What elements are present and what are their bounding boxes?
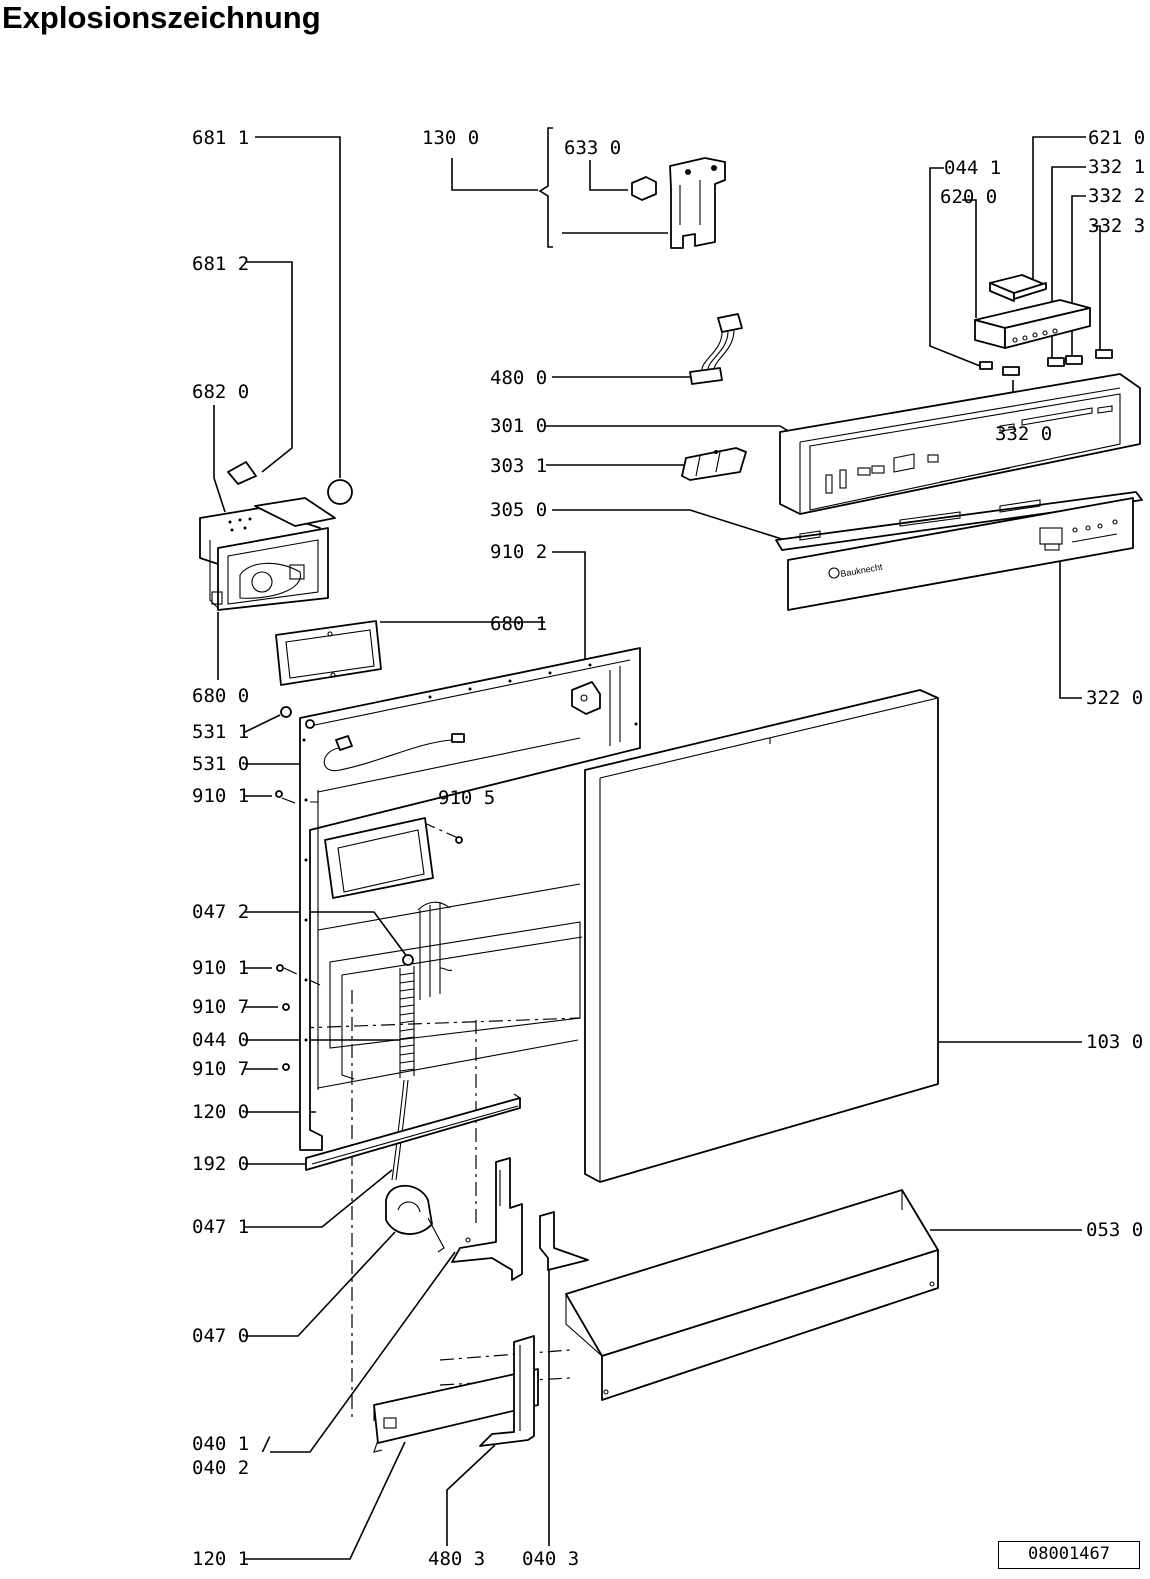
label-531-0: 531 0	[192, 753, 249, 775]
lower-strip-part	[373, 1368, 539, 1453]
handle-piece-part	[681, 447, 747, 481]
dispenser-small-parts	[227, 461, 353, 505]
control-panel-part	[779, 373, 1141, 515]
label-040-3: 040 3	[522, 1548, 579, 1570]
label-480-0: 480 0	[490, 367, 547, 389]
label-103-0: 103 0	[1086, 1031, 1143, 1053]
label-682-0: 682 0	[192, 381, 249, 403]
label-040-1: 040 1 /	[192, 1433, 272, 1455]
label-130-0: 130 0	[422, 127, 479, 149]
hinge-bracket-part	[631, 157, 726, 249]
document-number-box: 08001467	[998, 1541, 1140, 1569]
door-rail-part	[305, 1093, 521, 1171]
label-910-1-lower: 910 1	[192, 957, 249, 979]
leader-lines	[213, 127, 1101, 1560]
detergent-dispenser-part	[199, 497, 336, 611]
label-621-0: 621 0	[1088, 127, 1145, 149]
label-620-0: 620 0	[940, 186, 997, 208]
label-120-0: 120 0	[192, 1101, 249, 1123]
cable-pulley-part	[385, 1184, 445, 1253]
hinge-arm-bracket-part	[451, 1157, 523, 1281]
label-303-1: 303 1	[490, 455, 547, 477]
label-681-1: 681 1	[192, 127, 249, 149]
label-120-1: 120 1	[192, 1548, 249, 1570]
label-040-2: 040 2	[192, 1457, 249, 1479]
inner-door-part	[275, 647, 641, 1151]
label-332-2: 332 2	[1088, 185, 1145, 207]
electronic-module-part	[989, 274, 1047, 302]
page-title: Explosionszeichnung	[2, 0, 321, 35]
label-633-0: 633 0	[564, 137, 621, 159]
control-board-part	[974, 299, 1091, 349]
button-parts	[979, 349, 1113, 376]
parts: Bauknecht	[199, 157, 1143, 1453]
label-053-0: 053 0	[1086, 1219, 1143, 1241]
label-047-2: 047 2	[192, 901, 249, 923]
label-044-1: 044 1	[944, 157, 1001, 179]
label-910-7-upper: 910 7	[192, 996, 249, 1018]
label-910-5: 910 5	[438, 787, 495, 809]
label-680-1: 680 1	[490, 613, 547, 635]
label-910-2: 910 2	[490, 541, 547, 563]
label-047-1: 047 1	[192, 1216, 249, 1238]
trim-strip-part	[775, 491, 1143, 551]
dispenser-gasket-part	[275, 620, 382, 686]
small-bracket-part	[539, 1211, 589, 1271]
outer-door-panel-part	[584, 689, 939, 1183]
label-192-0: 192 0	[192, 1153, 249, 1175]
kickplate-part	[565, 1189, 939, 1401]
label-301-0: 301 0	[490, 415, 547, 437]
label-480-3: 480 3	[428, 1548, 485, 1570]
label-332-0: 332 0	[995, 423, 1052, 445]
label-305-0: 305 0	[490, 499, 547, 521]
part-labels: 681 1 130 0 633 0 621 0 044 1 332 1 620 …	[192, 127, 1145, 1570]
label-322-0: 322 0	[1086, 687, 1143, 709]
front-panel-part: Bauknecht	[787, 497, 1134, 611]
label-910-1-upper: 910 1	[192, 785, 249, 807]
label-681-2: 681 2	[192, 253, 249, 275]
label-531-1: 531 1	[192, 721, 249, 743]
label-044-0: 044 0	[192, 1029, 249, 1051]
wire-harness-part	[689, 313, 743, 385]
l-bracket-part	[479, 1335, 535, 1447]
label-680-0: 680 0	[192, 685, 249, 707]
door-spring-part	[391, 954, 415, 1181]
label-047-0: 047 0	[192, 1325, 249, 1347]
label-332-1: 332 1	[1088, 156, 1145, 178]
label-910-7-lower: 910 7	[192, 1058, 249, 1080]
label-332-3: 332 3	[1088, 215, 1145, 237]
